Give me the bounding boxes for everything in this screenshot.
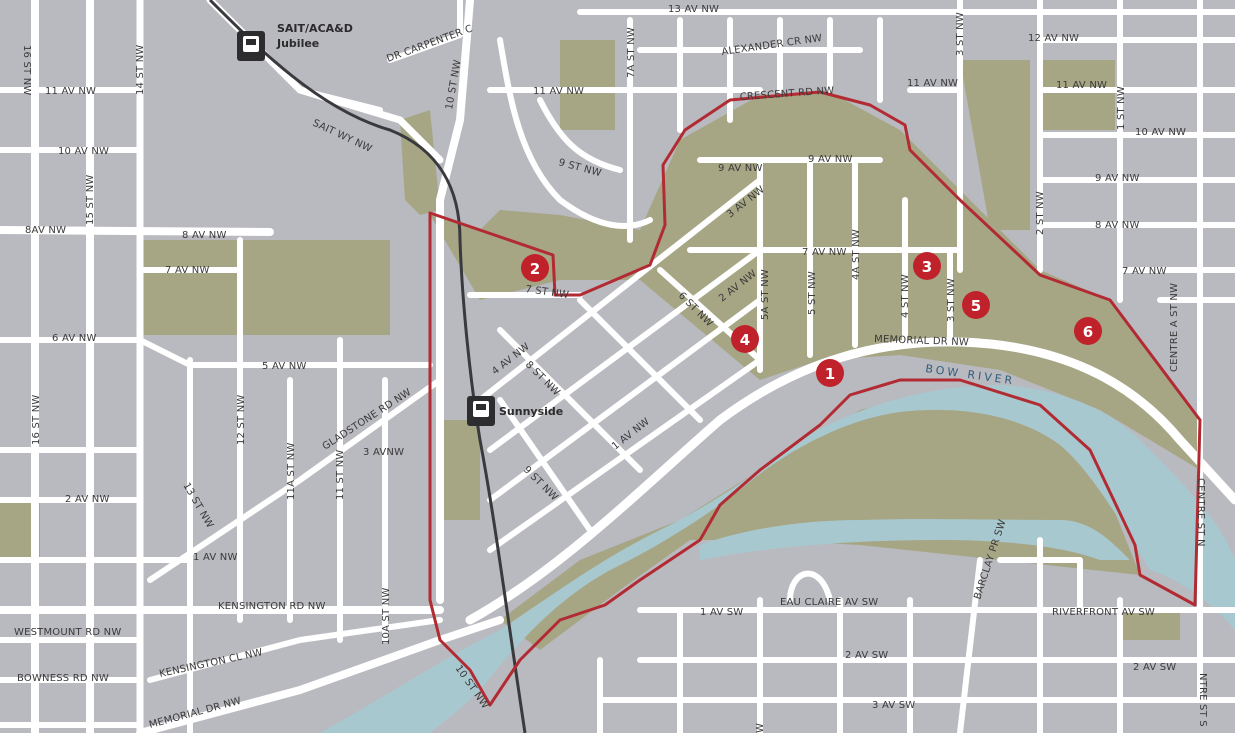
- street-label: 14 ST NW: [135, 44, 146, 95]
- street-label: 2 ST NW: [1035, 191, 1046, 235]
- train-icon-window: [246, 39, 256, 45]
- street-label: 8 AV NW: [1095, 220, 1140, 231]
- marker-4[interactable]: 4: [731, 325, 759, 353]
- street-label: CENTRE ST N: [1195, 478, 1206, 547]
- street-label: 10 AV NW: [58, 146, 109, 157]
- street-label: 7 AV NW: [802, 247, 847, 258]
- street-label: 4A ST NW: [851, 229, 862, 280]
- street-label: 9 AV NW: [718, 163, 763, 174]
- street-label: 2 AV SW: [845, 650, 888, 661]
- lrt-line: [208, 0, 527, 733]
- tour-route[interactable]: [428, 90, 1202, 707]
- marker-number: 6: [1083, 323, 1093, 341]
- marker-circle: [913, 252, 941, 280]
- street-label: BOWNESS RD NW: [17, 673, 109, 684]
- street-label: 6 AV NW: [52, 333, 97, 344]
- street-label: 10 AV NW: [1135, 127, 1186, 138]
- street-label: 4 ST NW: [900, 274, 911, 318]
- street-label: EAU CLAIRE AV SW: [780, 597, 878, 608]
- marker-circle: [1074, 317, 1102, 345]
- parks: [0, 40, 1200, 650]
- street-label: 13 AV NW: [668, 4, 719, 15]
- street-label: WESTMOUNT RD NW: [14, 627, 121, 638]
- street-label: 16 ST NW: [21, 45, 32, 96]
- bow-river: [320, 385, 1235, 733]
- marker-circle: [521, 254, 549, 282]
- marker-3[interactable]: 3: [913, 252, 941, 280]
- station-sunnyside[interactable]: Sunnyside: [467, 396, 563, 426]
- marker-6[interactable]: 6: [1074, 317, 1102, 345]
- marker-number: 4: [740, 331, 750, 349]
- street-label: 11 AV NW: [1056, 80, 1107, 91]
- street-label: W: [755, 723, 766, 733]
- street-label: 8 AV NW: [182, 230, 227, 241]
- marker-2[interactable]: 2: [521, 254, 549, 282]
- street-label: CENTRE A ST NW: [1169, 283, 1180, 372]
- street-label: 10A ST NW: [381, 587, 392, 645]
- street-label: 3 AVNW: [363, 447, 404, 458]
- street-label: KENSINGTON RD NW: [218, 601, 326, 612]
- marker-circle: [816, 359, 844, 387]
- station-sait[interactable]: SAIT/ACA&D Jubilee: [237, 22, 353, 61]
- street-label: RIVERFRONT AV SW: [1052, 607, 1155, 618]
- station-label: SAIT/ACA&D: [277, 22, 353, 35]
- street-label: 1 AV SW: [700, 607, 743, 618]
- marker-1[interactable]: 1: [816, 359, 844, 387]
- train-icon-window: [476, 404, 486, 410]
- street-label: 3 ST NW: [955, 12, 966, 56]
- street-label: 9 AV NW: [1095, 173, 1140, 184]
- marker-5[interactable]: 5: [962, 291, 990, 319]
- street-label: 2 AV NW: [65, 494, 110, 505]
- marker-number: 3: [922, 258, 932, 276]
- street-label: NTRE ST S: [1197, 673, 1208, 727]
- street-label: 2 AV SW: [1133, 662, 1176, 673]
- street-label: 1 ST NW: [1116, 86, 1127, 130]
- marker-number: 5: [971, 297, 981, 315]
- street-label: 3 ST NW: [946, 278, 957, 322]
- street-label: 11 ST NW: [335, 449, 346, 500]
- street-label: 7A ST NW: [626, 27, 637, 78]
- street-label: 15 ST NW: [85, 174, 96, 225]
- marker-circle: [731, 325, 759, 353]
- street-label: 9 AV NW: [808, 154, 853, 165]
- marker-number: 2: [530, 260, 540, 278]
- marker-number: 1: [825, 365, 835, 383]
- station-label: Jubilee: [276, 37, 319, 50]
- street-label: 12 AV NW: [1028, 33, 1079, 44]
- street-label: 11 AV NW: [533, 86, 584, 97]
- street-label: 5 AV NW: [262, 361, 307, 372]
- street-label: 5A ST NW: [760, 269, 771, 320]
- station-label: Sunnyside: [499, 405, 563, 418]
- street-label: MEMORIAL DR NW: [874, 334, 969, 348]
- street-label: 7 AV NW: [165, 265, 210, 276]
- street-label: 8AV NW: [25, 225, 66, 236]
- street-label: 7 AV NW: [1122, 266, 1167, 277]
- street-label: 1 AV NW: [193, 552, 238, 563]
- street-label: 16 ST NW: [31, 394, 42, 445]
- point-markers[interactable]: 1 2 3 4 5 6: [521, 252, 1102, 387]
- marker-circle: [962, 291, 990, 319]
- street-label: 11A ST NW: [286, 442, 297, 500]
- street-label: 12 ST NW: [236, 394, 247, 445]
- street-label: 3 AV SW: [872, 700, 915, 711]
- street-label: 11 AV NW: [45, 86, 96, 97]
- street-label: 5 ST NW: [807, 271, 818, 315]
- street-label: 11 AV NW: [907, 78, 958, 89]
